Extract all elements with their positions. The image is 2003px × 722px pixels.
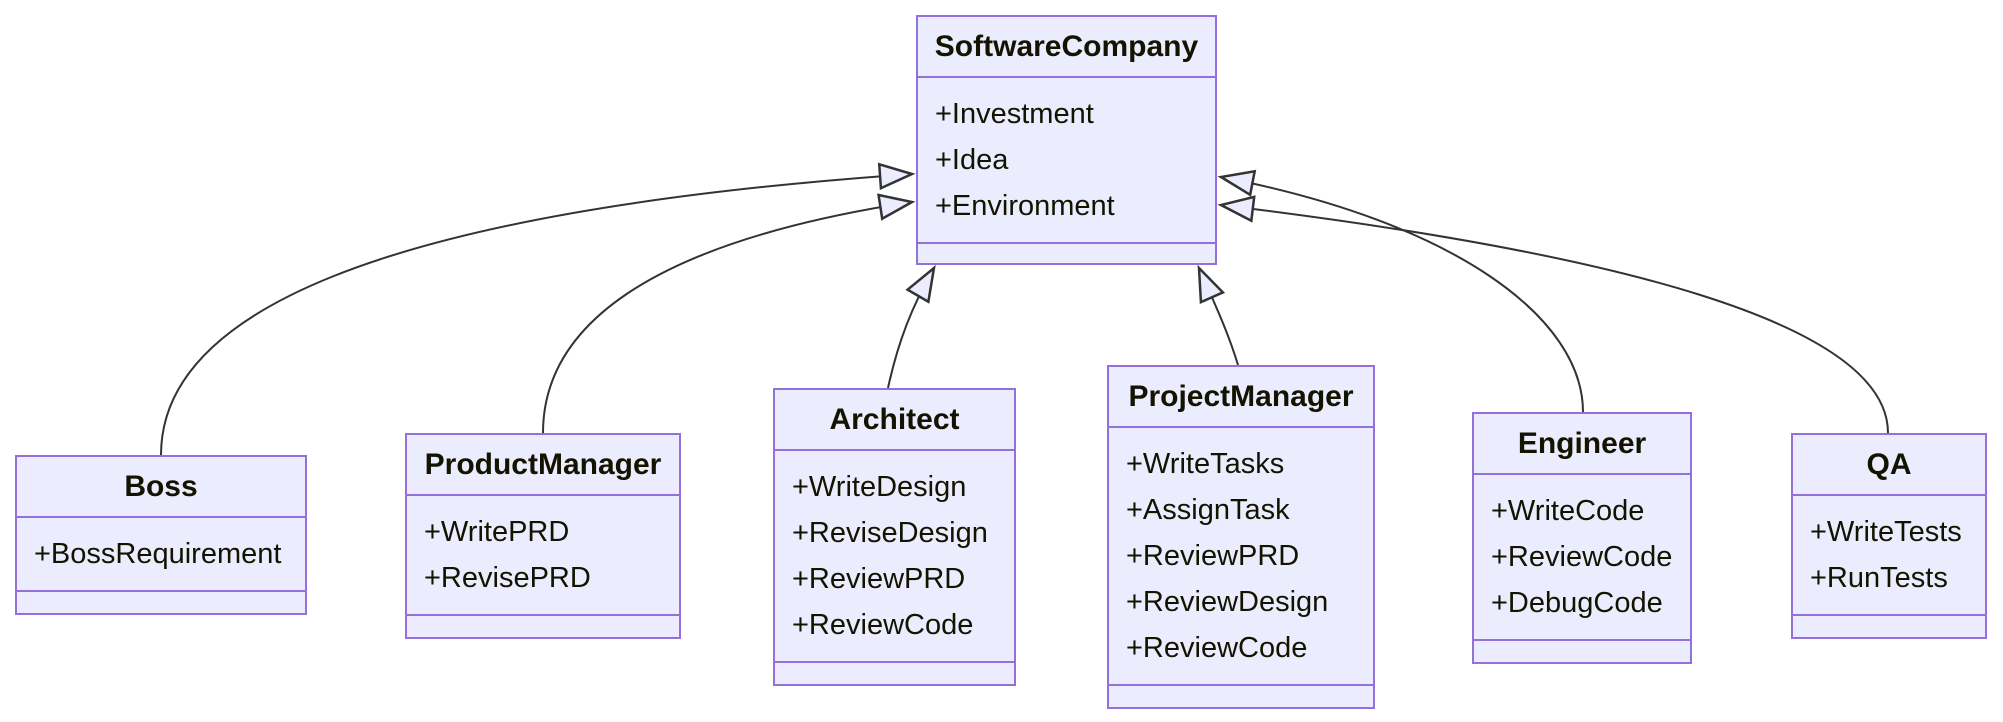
class-attribute: +ReviewPRD — [792, 563, 966, 595]
class-attributes: +Investment +Idea +Environment — [918, 76, 1215, 242]
class-attribute: +ReviewCode — [792, 609, 974, 641]
class-methods-empty — [17, 590, 305, 613]
class-attributes: +WriteDesign +ReviseDesign +ReviewPRD +R… — [775, 449, 1014, 661]
class-attribute: +AssignTask — [1126, 494, 1290, 526]
class-attribute: +BossRequirement — [34, 538, 282, 570]
class-methods-empty — [1474, 639, 1690, 662]
class-title: ProductManager — [424, 447, 662, 481]
edge-qa-to-softwarecompany — [1217, 195, 1889, 434]
class-attribute: +Environment — [935, 190, 1115, 222]
class-methods-empty — [918, 242, 1215, 265]
class-attribute: +ReviewCode — [1491, 541, 1673, 573]
class-box-qa: QA +WriteTests +RunTests — [1791, 433, 1987, 639]
class-attribute: +ReviewCode — [1126, 632, 1308, 664]
class-attributes: +WriteTasks +AssignTask +ReviewPRD +Revi… — [1109, 426, 1373, 684]
class-attributes: +WriteCode +ReviewCode +DebugCode — [1474, 473, 1690, 639]
class-title: Architect — [829, 402, 960, 436]
class-attribute: +RunTests — [1810, 562, 1948, 594]
class-attributes: +WritePRD +RevisePRD — [407, 494, 679, 614]
class-attribute: +ReviseDesign — [792, 517, 988, 549]
class-attributes: +BossRequirement — [17, 516, 305, 590]
class-methods-empty — [775, 661, 1014, 684]
class-methods-empty — [1793, 614, 1985, 637]
class-attribute: +WriteTasks — [1126, 448, 1285, 480]
class-title: Boss — [124, 469, 198, 503]
class-title: Engineer — [1517, 426, 1647, 460]
class-attribute: +Idea — [935, 144, 1009, 176]
class-box-productmanager: ProductManager +WritePRD +RevisePRD — [405, 433, 681, 639]
edge-architect-to-softwarecompany — [887, 264, 936, 389]
class-title: QA — [1866, 447, 1912, 481]
edge-projectmanager-to-softwarecompany — [1197, 264, 1239, 366]
class-attribute: +WriteCode — [1491, 495, 1645, 527]
class-box-architect: Architect +WriteDesign +ReviseDesign +Re… — [773, 388, 1016, 686]
class-methods-empty — [407, 614, 679, 637]
class-title: SoftwareCompany — [934, 29, 1199, 63]
class-attributes: +WriteTests +RunTests — [1793, 494, 1985, 614]
class-attribute: +WritePRD — [424, 516, 570, 548]
edge-boss-to-softwarecompany — [160, 162, 916, 456]
class-title: ProjectManager — [1128, 379, 1354, 413]
edge-engineer-to-softwarecompany — [1217, 169, 1584, 413]
class-box-engineer: Engineer +WriteCode +ReviewCode +DebugCo… — [1472, 412, 1692, 664]
class-methods-empty — [1109, 684, 1373, 707]
class-attribute: +ReviewDesign — [1126, 586, 1329, 618]
edge-productmanager-to-softwarecompany — [542, 193, 916, 434]
class-attribute: +ReviewPRD — [1126, 540, 1300, 572]
class-attribute: +WriteDesign — [792, 471, 967, 503]
class-attribute: +WriteTests — [1810, 516, 1962, 548]
class-box-boss: Boss +BossRequirement — [15, 455, 307, 615]
class-attribute: +Investment — [935, 98, 1094, 130]
class-attribute: +DebugCode — [1491, 587, 1663, 619]
class-box-projectmanager: ProjectManager +WriteTasks +AssignTask +… — [1107, 365, 1375, 709]
class-box-softwarecompany: SoftwareCompany +Investment +Idea +Envir… — [916, 15, 1217, 265]
class-attribute: +RevisePRD — [424, 562, 591, 594]
